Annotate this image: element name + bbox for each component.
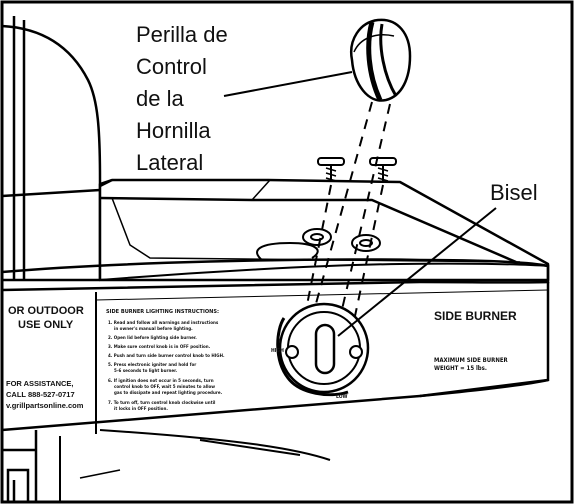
screw-left: [317, 157, 345, 182]
bezel-leader-line: [337, 207, 497, 337]
svg-text:SIDE BURNER LIGHTING INSTRUCTI: SIDE BURNER LIGHTING INSTRUCTIONS:: [106, 309, 219, 315]
svg-text:Perilla de: Perilla de: [136, 22, 228, 47]
svg-text:1. Read and follow all warning: 1. Read and follow all warnings and inst…: [108, 320, 219, 326]
svg-text:MAXIMUM SIDE BURNER: MAXIMUM SIDE BURNER: [434, 357, 509, 364]
svg-text:4. Push and turn side burner c: 4. Push and turn side burner control kno…: [108, 353, 225, 359]
gas-pipe: [35, 436, 301, 502]
washer-left: [302, 228, 332, 246]
svg-text:5-6 seconds to light burner.: 5-6 seconds to light burner.: [114, 368, 177, 374]
svg-text:de la: de la: [136, 86, 184, 111]
svg-text:2. Open lid before lighting si: 2. Open lid before lighting side burner.: [108, 335, 197, 341]
side-burner-title: SIDE BURNER: [434, 309, 517, 323]
svg-text:6. If ignition does not occur: 6. If ignition does not occur in 5 secon…: [108, 378, 214, 384]
bezel: [278, 302, 370, 394]
washer-right: [351, 234, 381, 252]
svg-text:control knob to OFF, wait 5 mi: control knob to OFF, wait 5 minutes to a…: [114, 384, 215, 390]
svg-text:v.grillpartsonline.com: v.grillpartsonline.com: [6, 401, 84, 410]
knob-leader-line: [223, 71, 353, 97]
knob-callout-label: Perilla de Control de la Hornilla Latera…: [136, 22, 228, 175]
svg-text:USE ONLY: USE ONLY: [18, 319, 74, 331]
svg-text:5. Press electronic igniter an: 5. Press electronic igniter and hold for: [108, 362, 196, 368]
bezel-callout-label: Bisel: [490, 180, 538, 205]
dial-arc: [276, 317, 349, 397]
svg-text:WEIGHT = 15 lbs.: WEIGHT = 15 lbs.: [434, 365, 487, 372]
control-knob: [349, 18, 412, 102]
svg-text:OR OUTDOOR: OR OUTDOOR: [8, 305, 84, 317]
svg-text:Lateral: Lateral: [136, 150, 203, 175]
svg-text:in owner's manual before light: in owner's manual before lighting.: [114, 326, 193, 332]
svg-text:7. To turn off, turn control k: 7. To turn off, turn control knob clockw…: [108, 400, 216, 406]
dial-high-mark: HIGH: [271, 348, 284, 354]
svg-text:Hornilla: Hornilla: [136, 118, 211, 143]
svg-text:CALL 888-527-0717: CALL 888-527-0717: [6, 390, 75, 399]
assistance-label: FOR ASSISTANCE, CALL 888-527-0717 v.gril…: [6, 379, 84, 410]
svg-text:gas to dissipate and repeat li: gas to dissipate and repeat lighting pro…: [114, 390, 223, 396]
lighting-instructions: SIDE BURNER LIGHTING INSTRUCTIONS: 1. Re…: [106, 309, 225, 412]
burner-cover: [256, 241, 319, 261]
dial-low-mark: LOW: [336, 394, 348, 400]
alignment-dashes: [301, 101, 391, 331]
outdoor-use-label: OR OUTDOOR USE ONLY: [8, 305, 84, 331]
svg-text:FOR ASSISTANCE,: FOR ASSISTANCE,: [6, 379, 74, 388]
front-control-panel: [1, 258, 550, 479]
svg-text:3. Make sure control knob is i: 3. Make sure control knob is in OFF posi…: [108, 344, 211, 350]
max-weight-label: MAXIMUM SIDE BURNER WEIGHT = 15 lbs.: [434, 357, 509, 372]
svg-text:it locks in OFF position.: it locks in OFF position.: [114, 406, 168, 412]
svg-text:Control: Control: [136, 54, 207, 79]
